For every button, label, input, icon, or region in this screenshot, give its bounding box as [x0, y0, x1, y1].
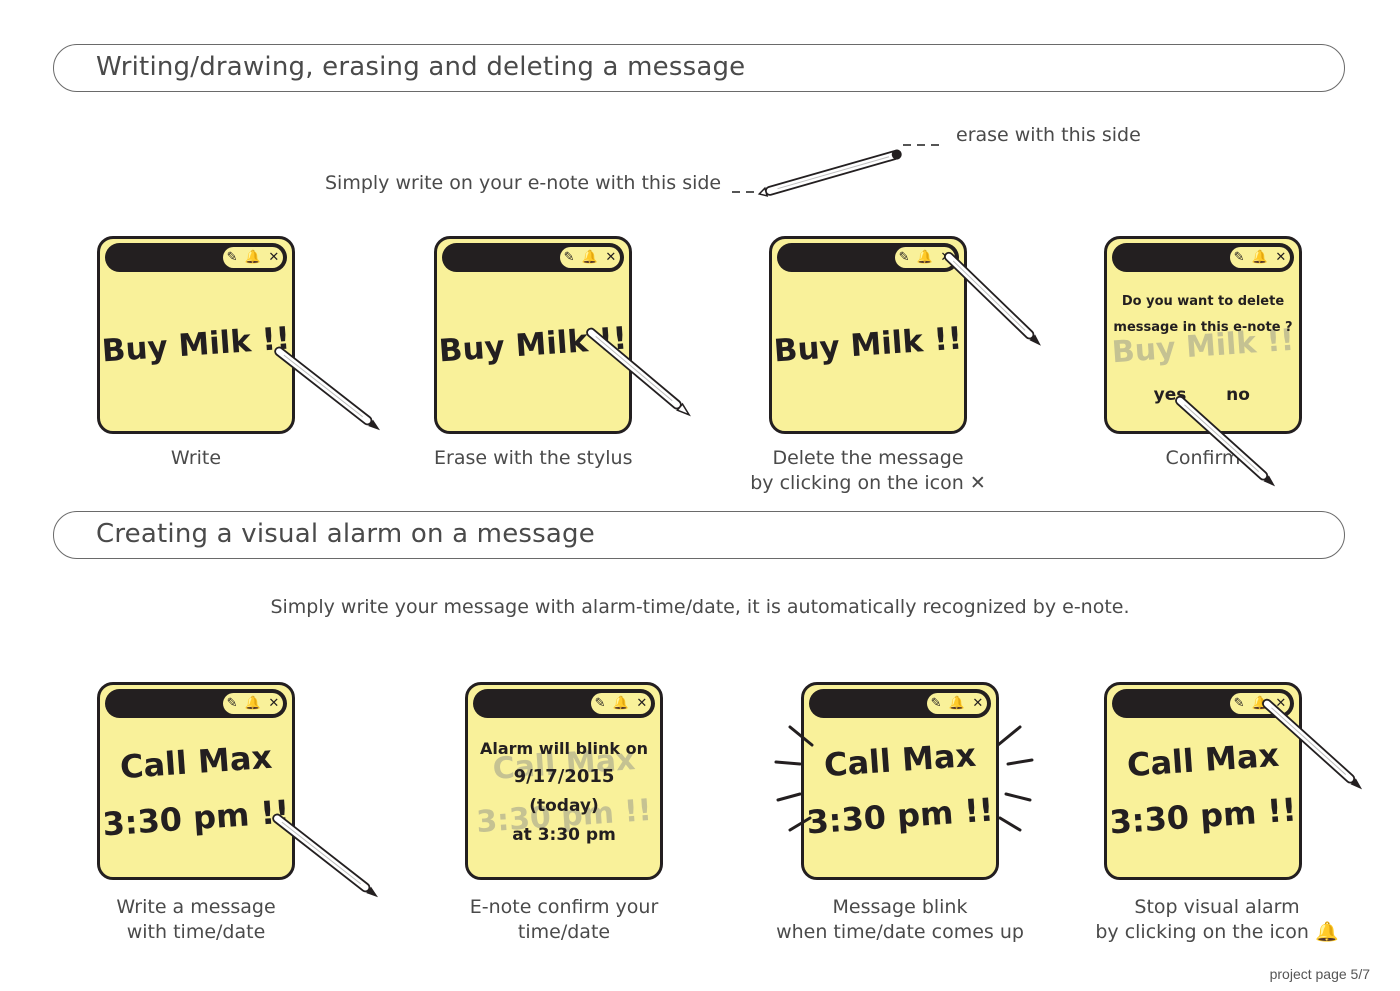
palette-icon[interactable]: ✎ [226, 250, 238, 265]
bell-icon[interactable]: 🔔 [948, 696, 966, 711]
delete-dialog-line: Do you want to delete [1121, 294, 1285, 309]
note-message-line: Call Max [1125, 735, 1281, 785]
note-icon-group: ✎ 🔔 ✕ [927, 693, 987, 714]
note-delete: ✎ 🔔 ✕ Buy Milk !! [769, 236, 967, 434]
note-icon-group: ✎ 🔔 ✕ [223, 693, 283, 714]
close-icon[interactable]: ✕ [1275, 696, 1287, 711]
note-toolbar: ✎ 🔔 ✕ [442, 243, 624, 272]
bell-icon[interactable]: 🔔 [1251, 250, 1269, 265]
caption-line: when time/date comes up [776, 921, 1024, 943]
palette-icon[interactable]: ✎ [898, 250, 910, 265]
caption-line: time/date [517, 921, 611, 943]
hint-erase-side: erase with this side [956, 124, 1141, 146]
caption-erase: Erase with the stylus [434, 447, 633, 469]
palette-icon[interactable]: ✎ [563, 250, 575, 265]
caption-line: Write a message [116, 896, 276, 918]
note-icon-group: ✎ 🔔 ✕ [1230, 247, 1290, 268]
note-toolbar: ✎ 🔔 ✕ [809, 689, 991, 718]
close-icon: ✕ [969, 472, 986, 494]
note-toolbar: ✎ 🔔 ✕ [1112, 243, 1294, 272]
note-icon-group: ✎ 🔔 ✕ [223, 247, 283, 268]
section-title: Writing/drawing, erasing and deleting a … [96, 52, 746, 82]
note-toolbar: ✎ 🔔 ✕ [105, 243, 287, 272]
section-header-alarm: Creating a visual alarm on a message [53, 511, 1345, 559]
caption-write: Write [170, 447, 222, 469]
close-icon[interactable]: ✕ [940, 250, 952, 265]
note-message-line: Call Max [822, 735, 978, 785]
note-message-line: 3:30 pm !! [1108, 790, 1298, 842]
note-alarm-blink: ✎ 🔔 ✕ Call Max 3:30 pm !! [801, 682, 999, 880]
note-message: Buy Milk !! [100, 320, 292, 370]
alarm-confirm-line: 9/17/2015 [513, 766, 615, 787]
note-icon-group: ✎ 🔔 ✕ [1230, 693, 1290, 714]
note-icon-group: ✎ 🔔 ✕ [591, 693, 651, 714]
palette-icon[interactable]: ✎ [1233, 696, 1245, 711]
close-icon[interactable]: ✕ [636, 696, 648, 711]
bell-icon: 🔔 [1314, 921, 1339, 943]
bell-icon[interactable]: 🔔 [916, 250, 934, 265]
section-header-writing: Writing/drawing, erasing and deleting a … [53, 44, 1345, 92]
note-alarm-write: ✎ 🔔 ✕ Call Max 3:30 pm !! [97, 682, 295, 880]
caption-line: E-note confirm your [469, 896, 659, 918]
caption-line: Delete the message [772, 447, 964, 469]
bell-icon[interactable]: 🔔 [581, 250, 599, 265]
palette-icon[interactable]: ✎ [1233, 250, 1245, 265]
caption-line: Stop visual alarm [1134, 896, 1300, 918]
alarm-confirm-line: Alarm will blink on [479, 739, 648, 758]
palette-icon[interactable]: ✎ [930, 696, 942, 711]
hint-alarm: Simply write your message with alarm-tim… [270, 596, 1130, 618]
caption-alarm-confirm: E-note confirm your time/date [465, 895, 663, 945]
section-title: Creating a visual alarm on a message [96, 519, 595, 549]
close-icon[interactable]: ✕ [1275, 250, 1287, 265]
bell-icon[interactable]: 🔔 [1251, 696, 1269, 711]
bell-icon[interactable]: 🔔 [244, 250, 262, 265]
note-message-line: Call Max [118, 737, 274, 787]
caption-alarm-write: Write a message with time/date [97, 895, 295, 945]
caption-alarm-stop: Stop visual alarm by clicking on the ico… [1085, 895, 1349, 945]
note-erase: ✎ 🔔 ✕ Buy Milk !! [434, 236, 632, 434]
note-icon-group: ✎ 🔔 ✕ [560, 247, 620, 268]
close-icon[interactable]: ✕ [268, 696, 280, 711]
alarm-confirm-line: at 3:30 pm [512, 825, 616, 845]
stylus-reference [732, 144, 940, 197]
alarm-confirm-line: (today) [529, 796, 599, 816]
caption-alarm-blink: Message blink when time/date comes up [761, 895, 1039, 945]
palette-icon[interactable]: ✎ [594, 696, 606, 711]
note-toolbar: ✎ 🔔 ✕ [777, 243, 959, 272]
caption-delete: Delete the message by clicking on the ic… [740, 446, 996, 496]
delete-dialog-line: message in this e-note ? [1113, 320, 1293, 335]
palette-icon[interactable]: ✎ [226, 696, 238, 711]
close-icon[interactable]: ✕ [972, 696, 984, 711]
note-toolbar: ✎ 🔔 ✕ [105, 689, 287, 718]
no-button[interactable]: no [1226, 385, 1250, 405]
note-toolbar: ✎ 🔔 ✕ [1112, 689, 1294, 718]
close-icon[interactable]: ✕ [268, 250, 280, 265]
close-icon[interactable]: ✕ [605, 250, 617, 265]
hint-write-side: Simply write on your e-note with this si… [325, 172, 722, 194]
note-alarm-confirm: ✎ 🔔 ✕ Call Max 3:30 pm !! Alarm will bli… [465, 682, 663, 880]
yes-button[interactable]: yes [1153, 385, 1187, 405]
note-toolbar: ✎ 🔔 ✕ [473, 689, 655, 718]
note-message-partially-erased: Buy Milk !! [437, 320, 629, 370]
note-write: ✎ 🔔 ✕ Buy Milk !! [97, 236, 295, 434]
page-number: project page 5/7 [1269, 966, 1370, 982]
caption-confirm: Confirm [1165, 447, 1241, 469]
caption-line: Message blink [832, 896, 968, 918]
note-message-partially-erased: Buy Milk !! [772, 320, 964, 370]
caption-line: by clicking on the icon [1095, 921, 1309, 943]
caption-line: by clicking on the icon [750, 472, 964, 494]
caption-line: with time/date [126, 921, 266, 943]
note-alarm-stop: ✎ 🔔 ✕ Call Max 3:30 pm !! [1104, 682, 1302, 880]
bell-icon[interactable]: 🔔 [244, 696, 262, 711]
bell-icon[interactable]: 🔔 [612, 696, 630, 711]
note-message-line: 3:30 pm !! [101, 792, 291, 844]
note-message-line: 3:30 pm !! [805, 790, 995, 842]
note-icon-group: ✎ 🔔 ✕ [895, 247, 955, 268]
note-confirm: ✎ 🔔 ✕ Buy Milk !! Do you want to delete … [1104, 236, 1302, 434]
